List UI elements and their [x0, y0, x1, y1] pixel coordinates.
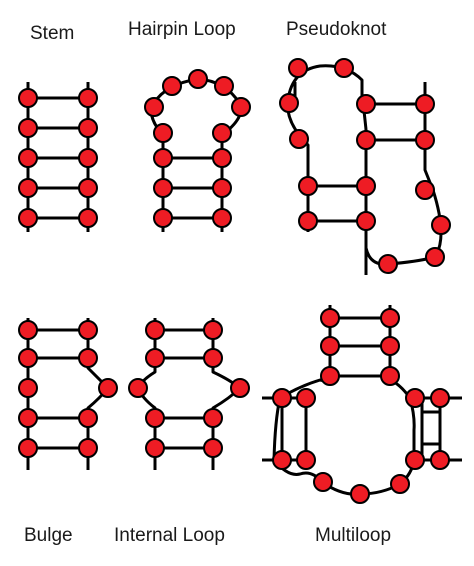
nucleotide: [334, 58, 354, 78]
nucleotide: [144, 97, 164, 117]
nucleotide: [431, 215, 451, 235]
nucleotide: [18, 348, 38, 368]
nucleotide: [203, 320, 223, 340]
multiloop-label: Multiloop: [315, 525, 392, 546]
nucleotide: [212, 123, 232, 143]
nucleotide: [231, 97, 251, 117]
nucleotides: [279, 58, 451, 274]
nucleotide: [18, 378, 38, 398]
nucleotide: [390, 474, 410, 494]
base-pairs: [155, 328, 213, 450]
pseudoknot-label: Pseudoknot: [286, 19, 387, 40]
nucleotide: [153, 148, 173, 168]
nucleotide: [425, 247, 445, 267]
nucleotides: [18, 320, 118, 458]
nucleotide: [279, 93, 299, 113]
nucleotide: [153, 208, 173, 228]
nucleotide: [313, 472, 333, 492]
nucleotide: [356, 211, 376, 231]
nucleotide: [162, 76, 182, 96]
nucleotide: [78, 408, 98, 428]
nucleotide: [18, 118, 38, 138]
nucleotide: [430, 388, 450, 408]
nucleotide: [289, 129, 309, 149]
hairpin-loop-structure: [144, 69, 251, 232]
multiloop-structure: [262, 305, 462, 504]
nucleotide: [128, 378, 148, 398]
nucleotide: [203, 438, 223, 458]
nucleotide: [320, 366, 340, 386]
nucleotide: [230, 378, 250, 398]
nucleotide: [380, 336, 400, 356]
nucleotide: [356, 94, 376, 114]
nucleotide: [405, 450, 425, 470]
nucleotide: [18, 208, 38, 228]
nucleotide: [320, 336, 340, 356]
nucleotides: [272, 308, 450, 504]
nucleotide: [78, 348, 98, 368]
nucleotide: [78, 88, 98, 108]
nucleotide: [380, 308, 400, 328]
nucleotide: [78, 148, 98, 168]
hairpin-loop-label: Hairpin Loop: [128, 19, 236, 40]
nucleotide: [356, 176, 376, 196]
nucleotide: [272, 450, 292, 470]
pseudoknot-structure: [279, 58, 451, 275]
nucleotide: [415, 130, 435, 150]
nucleotide: [430, 450, 450, 470]
internal-loop-label: Internal Loop: [114, 525, 225, 546]
nucleotide: [78, 118, 98, 138]
nucleotide: [18, 178, 38, 198]
nucleotide: [145, 438, 165, 458]
stem-label: Stem: [30, 23, 75, 44]
nucleotide: [153, 178, 173, 198]
nucleotide: [212, 178, 232, 198]
nucleotides: [144, 69, 251, 228]
backbone: [272, 305, 416, 496]
nucleotide: [214, 76, 234, 96]
nucleotide: [415, 180, 435, 200]
nucleotide: [18, 88, 38, 108]
nucleotide: [378, 254, 398, 274]
nucleotide: [18, 148, 38, 168]
nucleotide: [78, 178, 98, 198]
bulge-label: Bulge: [24, 525, 73, 546]
nucleotide: [18, 408, 38, 428]
nucleotide: [188, 69, 208, 89]
nucleotide: [380, 366, 400, 386]
nucleotide: [415, 94, 435, 114]
nucleotide: [78, 320, 98, 340]
nucleotide: [288, 58, 308, 78]
internal-loop-structure: [128, 318, 250, 470]
nucleotide: [272, 388, 292, 408]
nucleotide: [145, 320, 165, 340]
nucleotide: [296, 388, 316, 408]
stem-structure: [18, 82, 98, 232]
nucleotide: [153, 123, 173, 143]
nucleotide: [78, 438, 98, 458]
nucleotide: [18, 438, 38, 458]
nucleotide: [145, 348, 165, 368]
nucleotide: [98, 378, 118, 398]
nucleotide: [298, 176, 318, 196]
nucleotide: [212, 208, 232, 228]
nucleotide: [356, 130, 376, 150]
nucleotides: [128, 320, 250, 458]
nucleotide: [78, 208, 98, 228]
nucleotide: [203, 348, 223, 368]
nucleotide: [212, 148, 232, 168]
nucleotide: [145, 408, 165, 428]
nucleotide: [320, 308, 340, 328]
nucleotide: [405, 388, 425, 408]
nucleotide: [203, 408, 223, 428]
nucleotide: [296, 450, 316, 470]
nucleotide: [350, 484, 370, 504]
nucleotide: [298, 211, 318, 231]
nucleotide: [18, 320, 38, 340]
nucleotides: [18, 88, 98, 228]
bulge-structure: [18, 318, 118, 470]
